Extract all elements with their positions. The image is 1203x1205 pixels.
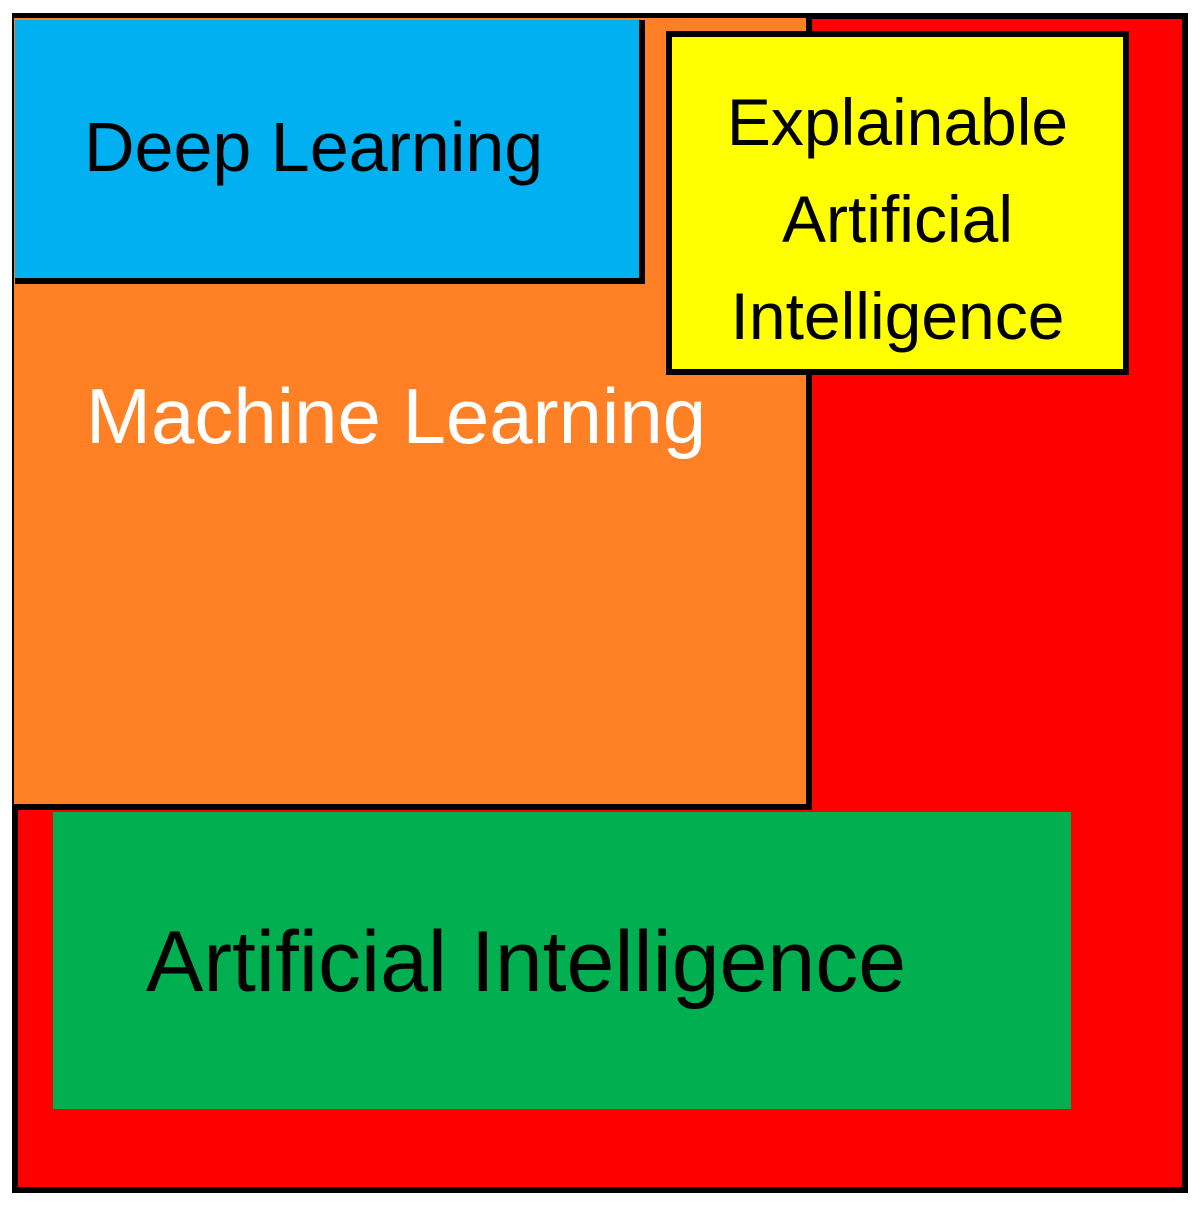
artificial-intelligence-label-box (53, 812, 1071, 1109)
deep-learning-region (15, 20, 645, 284)
deep-learning-label: Deep Learning (84, 108, 544, 186)
machine-learning-label: Machine Learning (86, 372, 707, 460)
explainable-ai-label: Explainable Artificial Intelligence (666, 74, 1129, 365)
explainable-ai-label-line-1: Explainable (726, 85, 1069, 159)
artificial-intelligence-label: Artificial Intelligence (146, 914, 907, 1010)
explainable-ai-label-line-3: Intelligence (730, 279, 1065, 353)
explainable-ai-label-line-2: Artificial (781, 182, 1014, 256)
explainable-ai-region (666, 31, 1129, 375)
